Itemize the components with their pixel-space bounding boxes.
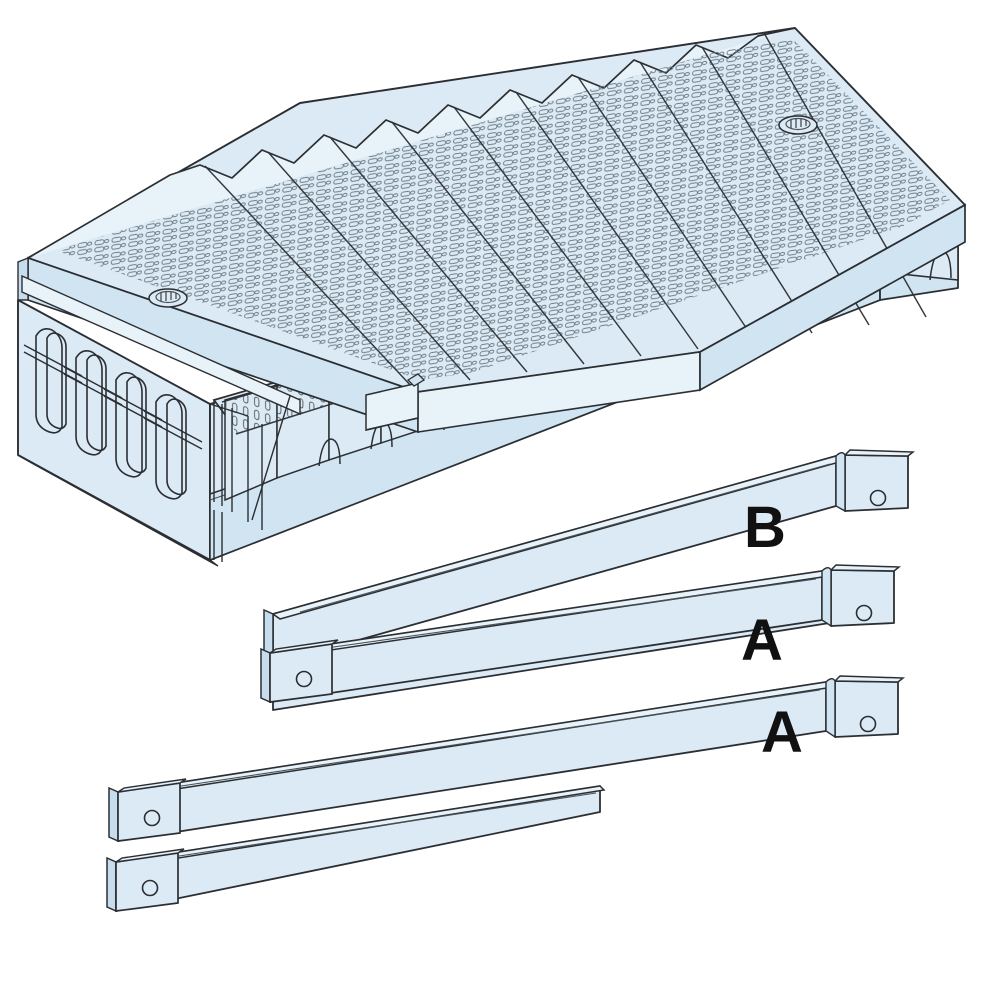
housing-left-side-face xyxy=(17,299,219,567)
rail-hole xyxy=(859,715,877,733)
housing-internal-detail xyxy=(209,395,291,562)
rail-left-tabs xyxy=(115,639,339,912)
rail-hole xyxy=(869,489,887,507)
cover-screw-head xyxy=(148,288,188,308)
rail-label-b: B xyxy=(744,495,786,560)
rail-b: B xyxy=(263,449,916,666)
rail-hole xyxy=(141,879,159,897)
side-clip-struts xyxy=(23,344,203,450)
side-clip-loops xyxy=(35,328,187,500)
perforated-top-cover xyxy=(17,27,966,434)
rail-hole xyxy=(143,809,161,827)
cover-screw-head xyxy=(778,115,818,135)
rail-a-middle: A xyxy=(260,564,902,711)
rail-label-a-upper: A xyxy=(741,608,783,673)
rail-label-a-lower: A xyxy=(761,700,803,765)
rail-hole xyxy=(855,604,873,622)
rail-a-lower: A xyxy=(108,675,906,843)
cover-latch-notch xyxy=(365,382,419,431)
rail-hole xyxy=(295,670,313,688)
main-body xyxy=(17,27,966,567)
